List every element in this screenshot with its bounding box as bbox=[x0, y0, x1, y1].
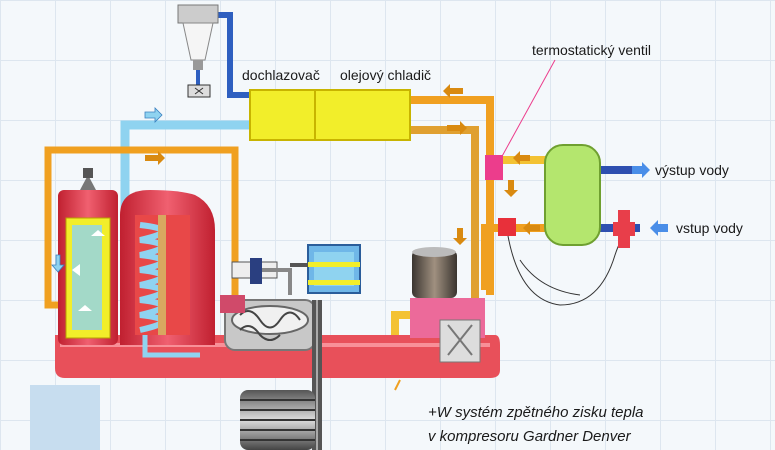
air-flow-arrows bbox=[51, 107, 163, 273]
oil-cooler bbox=[314, 89, 411, 141]
oil-filter bbox=[412, 250, 457, 298]
condensate-filter bbox=[177, 4, 219, 24]
label-termostaticky-ventil: termostatický ventil bbox=[532, 42, 652, 58]
label-olejovy-chladic: olejový chladič bbox=[340, 67, 432, 83]
caption-line-2: v kompresoru Gardner Denver bbox=[428, 428, 631, 445]
thermostatic-valve bbox=[485, 155, 503, 180]
aftercooler bbox=[249, 89, 316, 141]
background-blue-block bbox=[30, 385, 100, 450]
flow-arrows bbox=[145, 84, 540, 245]
oil-line-out bbox=[410, 96, 494, 160]
thermostatic-valve-pointer bbox=[499, 59, 556, 161]
water-flow-arrows bbox=[632, 162, 668, 236]
cooler-inlet-line bbox=[215, 12, 255, 98]
oil-line-in bbox=[410, 126, 479, 300]
label-vstup-vody: vstup vody bbox=[676, 220, 743, 236]
label-dochlazovac: dochlazovač bbox=[242, 67, 320, 83]
hot-air-loop-top bbox=[120, 146, 239, 305]
bypass-valve bbox=[498, 218, 516, 236]
caption-line-1: +W systém zpětného zisku tepla bbox=[428, 404, 644, 421]
label-vystup-vody: výstup vody bbox=[655, 162, 729, 178]
heat-exchanger bbox=[544, 144, 601, 246]
